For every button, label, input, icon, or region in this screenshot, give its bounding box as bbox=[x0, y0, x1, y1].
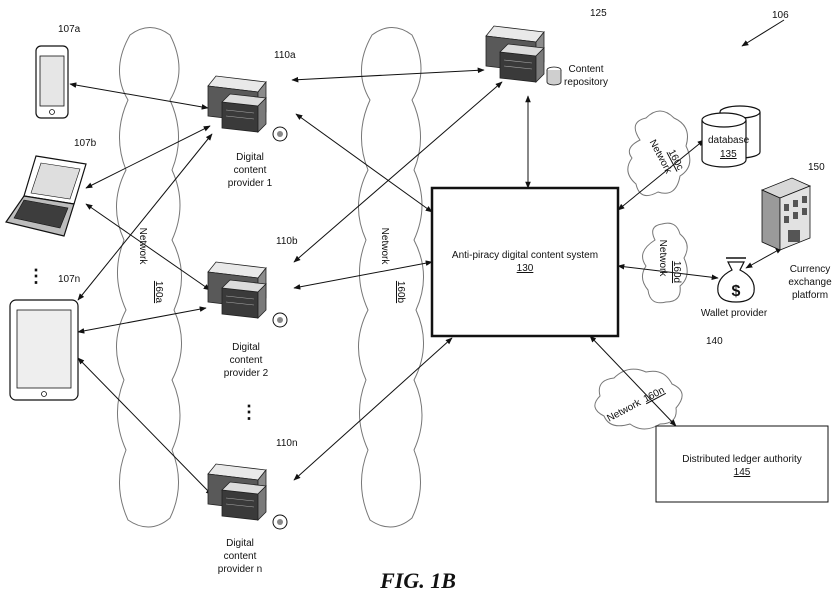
server-icon-providerN bbox=[207, 463, 288, 530]
phone-ref: 107a bbox=[58, 24, 81, 35]
currency-ref: 150 bbox=[808, 162, 825, 173]
network-160n-ref: 160n bbox=[642, 385, 667, 405]
database-ref: 135 bbox=[720, 149, 737, 160]
server-icon-provider1 bbox=[207, 75, 288, 142]
provider1-label-1: Digital bbox=[236, 152, 264, 163]
providerN-ref: 110n bbox=[276, 438, 298, 449]
network-160a-ref: 160a bbox=[153, 281, 164, 304]
network-160b-label: Network 160b bbox=[379, 228, 406, 304]
provider1-ref: 110a bbox=[274, 50, 296, 61]
laptop-ref: 107b bbox=[74, 138, 97, 149]
currency-label-3: platform bbox=[792, 290, 828, 301]
network-160a-word: Network bbox=[137, 228, 148, 266]
ledger-label: Distributed ledger authority bbox=[682, 454, 802, 465]
database-cylinder-icon bbox=[701, 105, 761, 168]
link-system-database bbox=[617, 139, 705, 211]
provider1-label-2: content bbox=[234, 165, 267, 176]
network-160n-word: Network bbox=[605, 397, 643, 424]
network-160a-label: Network 160a bbox=[137, 228, 164, 304]
figure-ref: 106 bbox=[772, 10, 789, 21]
tablet-icon bbox=[9, 299, 79, 401]
link-laptop-provider1 bbox=[85, 125, 211, 189]
devices-ellipsis: ⋮ bbox=[27, 266, 45, 286]
network-160d-ref: 160d bbox=[671, 261, 682, 283]
network-cloud-160b bbox=[357, 27, 425, 528]
link-system-wallet bbox=[617, 263, 719, 281]
providers-ellipsis: ⋮ bbox=[240, 402, 258, 422]
link-wallet-currency bbox=[745, 247, 783, 269]
link-system-ledger bbox=[589, 335, 677, 427]
provider1-label-3: provider 1 bbox=[228, 178, 273, 189]
server-icon-repository bbox=[485, 25, 562, 86]
connections bbox=[69, 19, 785, 496]
network-cloud-160a bbox=[115, 27, 183, 528]
provider2-ref: 110b bbox=[276, 236, 298, 247]
figure-ref-arrow bbox=[741, 19, 785, 47]
network-160d-label: Network 160d bbox=[657, 240, 682, 283]
system-ref: 130 bbox=[517, 263, 534, 274]
link-tablet-providerN bbox=[77, 357, 213, 496]
providerN-label-1: Digital bbox=[226, 538, 254, 549]
figure-caption: FIG. 1B bbox=[379, 568, 456, 593]
wallet-dollar-symbol: $ bbox=[732, 283, 741, 300]
network-160b-word: Network bbox=[379, 228, 390, 266]
provider2-label-1: Digital bbox=[232, 342, 260, 353]
database-label: database bbox=[708, 135, 750, 146]
providerN-label-3: provider n bbox=[218, 564, 262, 575]
ledger-authority-box bbox=[655, 425, 829, 503]
network-160d-word: Network bbox=[657, 240, 668, 278]
provider2-label-3: provider 2 bbox=[224, 368, 269, 379]
provider2-label-2: content bbox=[230, 355, 263, 366]
link-provider2-system bbox=[293, 260, 433, 290]
system-label: Anti-piracy digital content system bbox=[452, 250, 598, 261]
anti-piracy-system-box bbox=[430, 186, 620, 338]
currency-label-2: exchange bbox=[788, 277, 832, 288]
money-bag-icon: $ bbox=[717, 257, 755, 303]
currency-label-1: Currency bbox=[790, 264, 831, 275]
smartphone-icon bbox=[35, 45, 69, 119]
link-provider1-repository bbox=[291, 67, 485, 83]
link-providerN-system bbox=[293, 337, 453, 481]
link-provider1-system bbox=[295, 113, 433, 213]
network-160n-label: Network 160n bbox=[605, 385, 666, 425]
repository-label-1: Content bbox=[568, 64, 603, 75]
link-provider2-repository bbox=[293, 81, 503, 263]
repository-label-2: repository bbox=[564, 77, 608, 88]
server-icon-provider2 bbox=[207, 261, 288, 328]
tablet-ref: 107n bbox=[58, 274, 80, 285]
network-160c-label: Network 160c bbox=[647, 138, 686, 176]
network-160b-ref: 160b bbox=[395, 281, 406, 304]
providerN-label-2: content bbox=[224, 551, 257, 562]
ledger-ref: 145 bbox=[734, 467, 751, 478]
bank-building-icon bbox=[760, 177, 812, 251]
wallet-label: Wallet provider bbox=[701, 308, 768, 319]
wallet-ref: 140 bbox=[706, 336, 723, 347]
repository-ref: 125 bbox=[590, 8, 607, 19]
link-tablet-provider2 bbox=[77, 306, 207, 334]
link-phone-provider1 bbox=[69, 82, 209, 110]
link-tablet-provider1 bbox=[77, 133, 213, 301]
laptop-icon bbox=[5, 155, 87, 237]
